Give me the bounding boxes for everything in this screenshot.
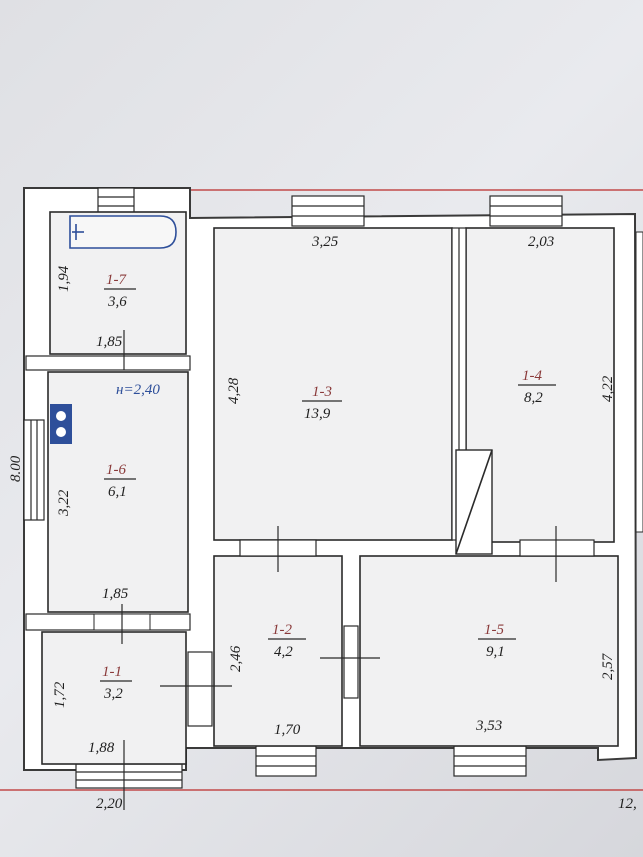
window-left — [23, 419, 45, 521]
overall-right-label: 12, — [618, 796, 637, 812]
stove-icon — [50, 404, 72, 444]
room-1-1 — [41, 631, 187, 765]
room-1-4-area: 8,2 — [524, 390, 543, 406]
ceiling-height-label: н=2,40 — [116, 382, 160, 398]
room-1-1-dim-a: 1,72 — [52, 681, 68, 708]
room-1-5-dim-b: 3,53 — [475, 718, 502, 734]
room-1-7-dim-a: 1,94 — [56, 265, 72, 292]
room-1-2-dim-a: 2,46 — [228, 645, 244, 672]
window-bottom-right — [453, 745, 527, 777]
room-1-2 — [213, 555, 343, 747]
room-1-6-dim-a: 3,22 — [56, 489, 72, 517]
room-1-5-dim-a: 2,57 — [600, 652, 616, 680]
door-2-5 — [343, 625, 359, 699]
overall-width-label: 2,20 — [96, 796, 123, 812]
room-1-3-area: 13,9 — [304, 406, 331, 422]
room-1-2-id: 1-2 — [272, 622, 292, 638]
room-1-4-dim-a: 2,03 — [528, 234, 554, 250]
bathtub-icon — [69, 215, 177, 249]
next-sheet-edge — [635, 231, 643, 533]
partition-7-6 — [25, 355, 191, 371]
room-1-2-area: 4,2 — [274, 644, 293, 660]
room-1-1-id: 1-1 — [102, 664, 122, 680]
window-top-right — [489, 195, 563, 227]
room-1-1-area: 3,2 — [103, 686, 123, 702]
room-1-3-id: 1-3 — [312, 384, 332, 400]
room-1-3-dim-b: 4,28 — [226, 377, 242, 404]
room-1-4-id: 1-4 — [522, 368, 542, 384]
room-1-4-dim-b: 4,22 — [600, 375, 616, 402]
overall-height-label: 8.00 — [8, 455, 24, 482]
room-1-7-area: 3,6 — [107, 294, 127, 310]
room-1-1-dim-b: 1,88 — [88, 740, 115, 756]
room-1-7-dim-b: 1,85 — [96, 334, 123, 350]
door-1-2 — [187, 651, 213, 727]
room-1-5-id: 1-5 — [484, 622, 504, 638]
stair-diagonal — [455, 449, 493, 555]
window-bottom-left — [75, 763, 183, 789]
room-1-5-area: 9,1 — [486, 644, 505, 660]
room-1-3 — [213, 227, 453, 541]
room-1-6-dim-b: 1,85 — [102, 586, 129, 602]
room-1-5 — [359, 555, 619, 747]
room-1-6-id: 1-6 — [106, 462, 126, 478]
window-top-middle — [291, 195, 365, 227]
room-1-2-dim-b: 1,70 — [274, 722, 301, 738]
window-bottom-middle — [255, 745, 317, 777]
room-1-6-area: 6,1 — [108, 484, 127, 500]
door-4-5 — [519, 539, 595, 557]
room-1-7-id: 1-7 — [106, 272, 127, 288]
room-1-3-dim-a: 3,25 — [311, 234, 339, 250]
